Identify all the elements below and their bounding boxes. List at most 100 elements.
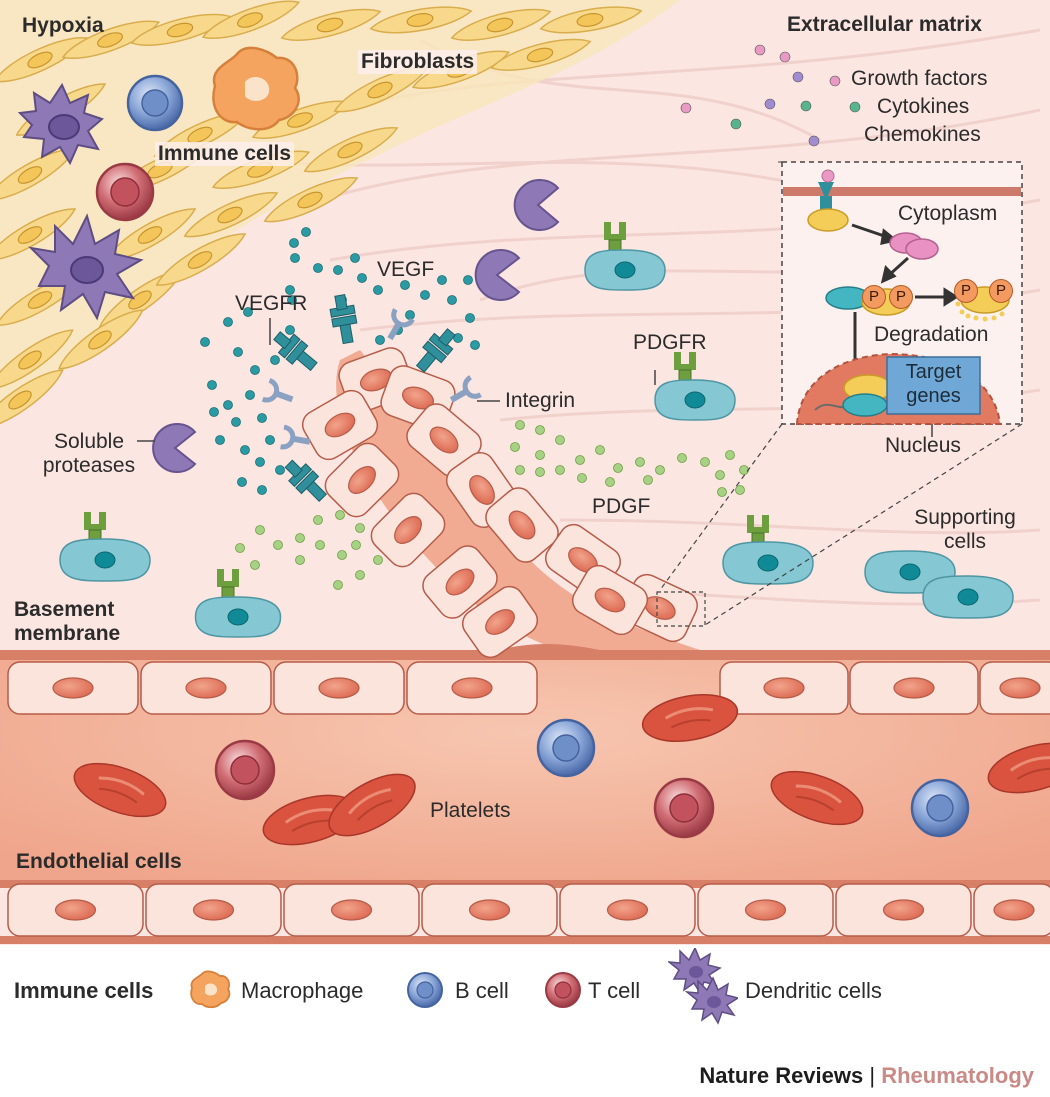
fibroblast [490, 38, 592, 71]
fibroblasts-label: Fibroblasts [358, 50, 478, 75]
vegf-dot [243, 307, 253, 317]
endothelial-cell [7, 661, 139, 715]
vegf-dot [250, 365, 260, 375]
fibroblast [450, 8, 552, 41]
pdgf-dot [355, 523, 365, 533]
endothelial-cell [849, 661, 979, 715]
pdgf-dot [613, 463, 623, 473]
pdgf-dot [655, 465, 665, 475]
endothelial-cell [697, 883, 834, 937]
vegf-dot [209, 407, 219, 417]
fibroblast [539, 6, 643, 34]
endothelial-cell [973, 883, 1050, 937]
vegf-dot [290, 253, 300, 263]
supporting-cells-line-2: cells [943, 530, 986, 554]
endothelial-row-bottom [7, 883, 1050, 937]
supporting-cells-label: Supporting cells [895, 506, 1035, 554]
phosphate-mark: P [862, 285, 886, 309]
vegf-dot [400, 280, 410, 290]
pdgf-dot [510, 442, 520, 452]
target-genes-line-2: genes [906, 385, 961, 407]
endothelial-cell [7, 883, 144, 937]
pdgf-dot [313, 515, 323, 525]
basement-membrane-line-1: Basement [14, 598, 115, 621]
soluble-proteases-line-2: proteases [42, 454, 136, 478]
vegf-dot [405, 310, 415, 320]
red-blood-cells [73, 694, 1050, 846]
fibroblast [61, 20, 161, 59]
phosphate-mark: P [989, 279, 1013, 303]
credit-subject: Rheumatology [881, 1063, 1034, 1088]
pdgf-dot [337, 550, 347, 560]
pdgf-dot [515, 465, 525, 475]
b-cell-icon [407, 972, 443, 1008]
endothelial-cell [422, 545, 498, 619]
macrophage-icon [190, 970, 231, 1009]
vegf-dot [215, 435, 225, 445]
signalling-molecule [680, 102, 692, 114]
dendritic-cell-icon [668, 948, 738, 1025]
vegf-dot [265, 435, 275, 445]
vegf-dot [463, 275, 473, 285]
pdgf-dot [333, 580, 343, 590]
lumen-immune-cells [214, 718, 970, 839]
pdgf-dot [725, 450, 735, 460]
cytokines-label: Cytokines [877, 95, 970, 118]
vegf-dot [301, 227, 311, 237]
basement-membrane-label: Basement membrane [14, 598, 120, 646]
pdgf-dot [643, 475, 653, 485]
endothelial-cell [571, 564, 649, 636]
endothelial-cell [406, 661, 538, 715]
vegf-label: VEGF [377, 258, 435, 281]
soluble-proteases-label: Soluble proteases [34, 430, 144, 478]
target-genes-line-1: Target [905, 361, 962, 383]
red-blood-cell [770, 770, 864, 826]
vegf-dot [233, 347, 243, 357]
scene-artwork [0, 0, 1050, 945]
integrin-receptor [449, 375, 482, 403]
vegfr-receptor [273, 331, 318, 372]
pdgf-dot [250, 560, 260, 570]
pdgf-dot [555, 465, 565, 475]
signalling-molecule [800, 100, 812, 112]
legend-t-cell-label: T cell [588, 978, 641, 1003]
vegf-dot [223, 400, 233, 410]
pdgf-dot [335, 510, 345, 520]
pdgf-dot [273, 540, 283, 550]
fibroblast [105, 208, 197, 261]
signalling-molecule [754, 44, 766, 56]
endothelial-cell [421, 883, 558, 937]
fibroblast [183, 192, 279, 238]
endothelial-cell [370, 492, 446, 568]
fibroblast-cells [0, 0, 643, 430]
pdgf-dot [555, 435, 565, 445]
credit-journal: Nature Reviews [699, 1063, 864, 1088]
vegf-dot [257, 485, 267, 495]
vegf-dot [447, 295, 457, 305]
pdgf-dot [355, 570, 365, 580]
vegfr-receptor [284, 459, 327, 502]
basement-membrane-line-2: membrane [14, 622, 121, 646]
phosphate-mark: P [954, 279, 978, 303]
supporting-cells-line-1: Supporting [914, 506, 1016, 529]
endothelial-cell [461, 585, 539, 659]
journal-credit: Nature Reviews | Rheumatology [699, 1063, 1034, 1089]
hypoxia-label: Hypoxia [22, 14, 104, 37]
endothelial-cell [140, 661, 272, 715]
pdgf-dot [315, 540, 325, 550]
soluble-proteases-line-1: Soluble [53, 430, 125, 453]
pdgf-molecules [235, 420, 749, 590]
vegf-dot [333, 265, 343, 275]
endothelial-cell [273, 661, 405, 715]
immune-cells-legend: Immune cells Macrophage B cell T cell De… [0, 945, 1050, 1045]
pdgf-dot [295, 533, 305, 543]
pdgf-dot [717, 487, 727, 497]
signalling-molecule [829, 75, 841, 87]
signalling-molecule [779, 51, 791, 63]
supporting-cell [654, 379, 736, 421]
platelets-label: Platelets [430, 799, 511, 822]
vegf-dot [255, 457, 265, 467]
supporting-cell [194, 596, 282, 638]
legend-title: Immune cells [14, 978, 154, 1003]
red-blood-cell [73, 762, 167, 818]
